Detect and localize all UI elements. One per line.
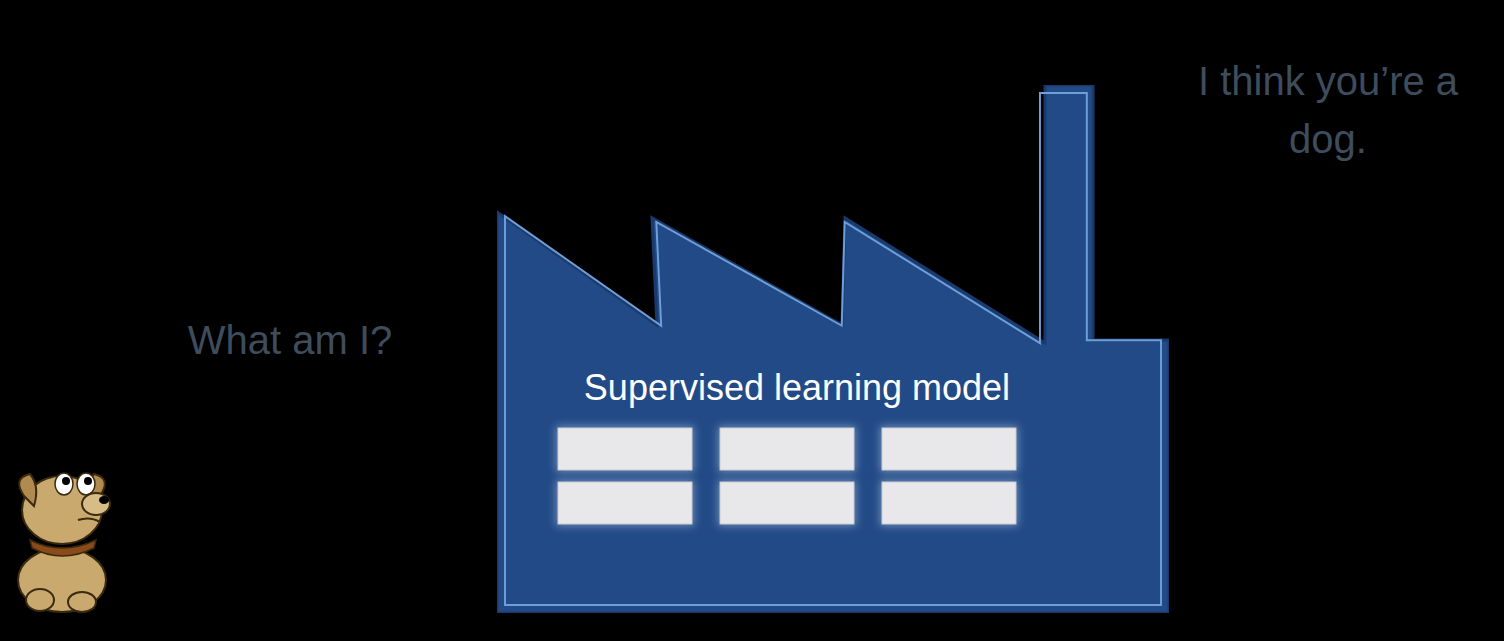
factory-window: [558, 482, 692, 524]
factory-outline: [497, 85, 1169, 613]
window-glow: [556, 480, 694, 526]
window-glow: [880, 426, 1018, 472]
factory-window: [882, 428, 1016, 470]
window-glow: [718, 426, 856, 472]
factory-body: [497, 85, 1169, 613]
factory-window: [720, 428, 854, 470]
window-glow: [718, 480, 856, 526]
window-glow: [556, 426, 694, 472]
speech-text: I think you’re a dog.: [1178, 52, 1478, 168]
factory-window: [558, 428, 692, 470]
factory-inner-outline: [505, 93, 1161, 605]
factory-node: Supervised learning model: [497, 85, 1169, 613]
factory-window: [720, 482, 854, 524]
speech-text: What am I?: [110, 311, 470, 369]
dog-figure: [18, 473, 110, 612]
factory-window: [882, 482, 1016, 524]
window-glow: [880, 480, 1018, 526]
node-title: Supervised learning model: [584, 366, 1010, 409]
